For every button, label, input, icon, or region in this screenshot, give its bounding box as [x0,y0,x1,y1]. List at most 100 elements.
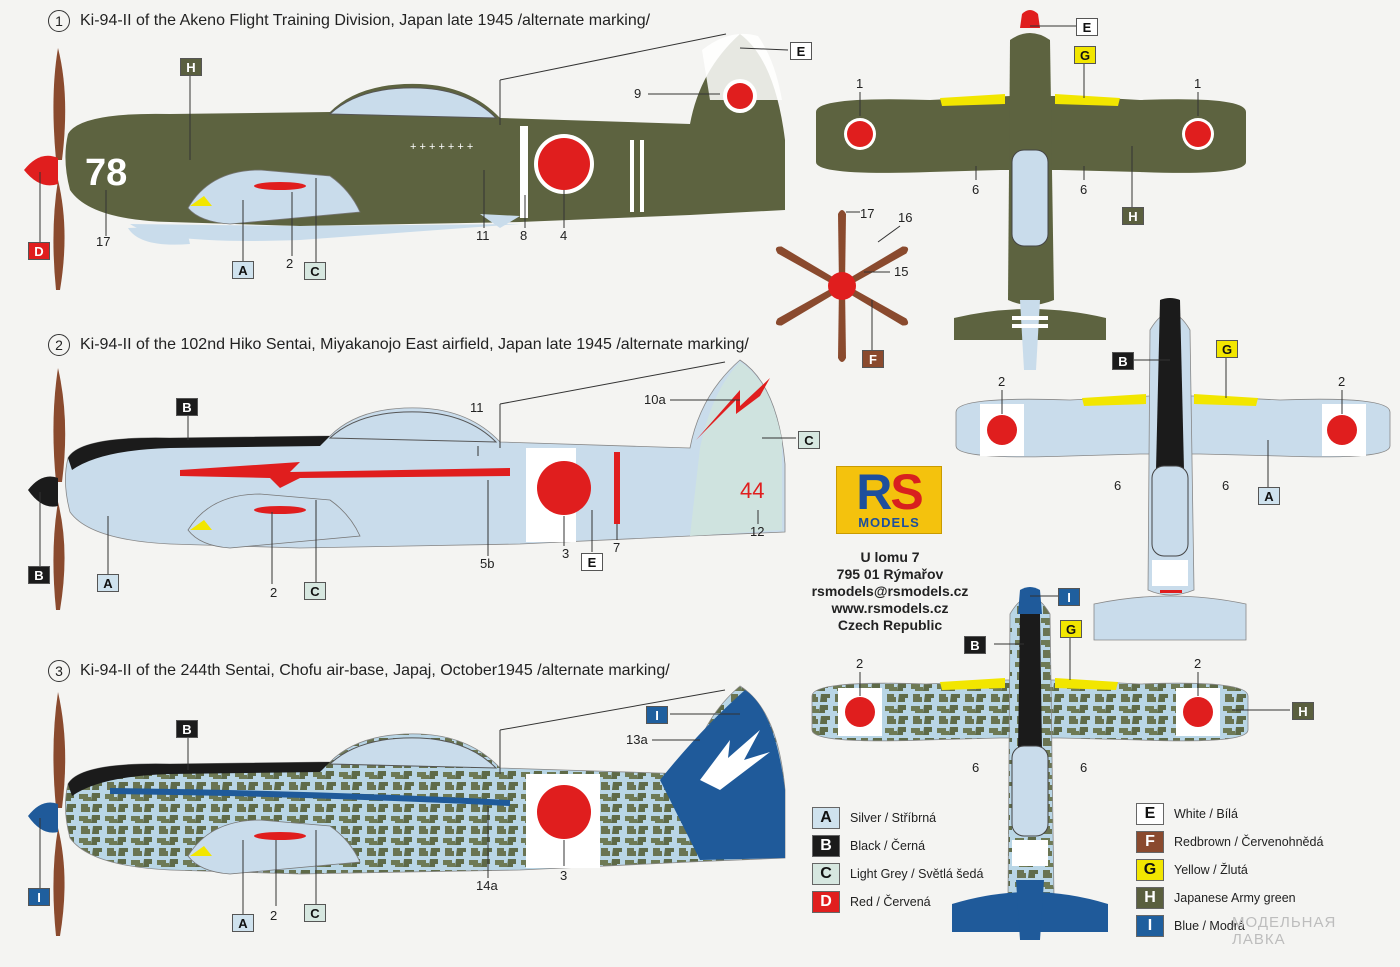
plane-2-side-view: 44 [28,359,796,610]
legend-swatch: C [812,862,840,885]
company-address: U lomu 7 795 01 Rýmařov rsmodels@rsmodel… [790,549,990,634]
yellow-leading-edge [1194,394,1258,406]
wing-red-stripe [254,832,306,840]
callout-number: 4 [560,228,568,243]
callout-box-b: B [1112,352,1134,370]
callout-number: 10a [644,392,666,407]
callout-box-c: C [304,582,326,600]
tail-light-grey [690,362,782,536]
callout-number: 7 [613,540,621,555]
tail-white-lightning [700,730,770,790]
hinomaru [1183,697,1213,727]
anti-glare-panel-top [1156,298,1184,470]
propeller-blade [53,180,65,290]
callout-box-b: B [176,720,198,738]
propeller-blade [53,692,66,808]
canopy [328,87,498,119]
address-website: www.rsmodels.cz [831,600,949,616]
address-email: rsmodels@rsmodels.cz [811,583,969,599]
caption-3: 3 Ki-94-II of the 244th Sentai, Chofu ai… [48,660,670,682]
callout-number: 16 [898,210,913,225]
callout-box-c: C [304,262,326,280]
anti-glare-panel-top [1018,614,1042,750]
legend-label: Black / Černá [850,838,926,853]
callout-box-g: G [1216,340,1238,358]
callout-number: 17 [860,206,875,221]
caption-text: Ki-94-II of the 102nd Hiko Sentai, Miyak… [80,336,749,353]
callout-box-e: E [1076,18,1098,36]
spinner-top [1020,10,1040,28]
legend-label: Light Grey / Světlá šedá [850,866,984,881]
wing-red-stripe [254,506,306,514]
wing-root [187,169,361,225]
white-band [1152,560,1188,586]
legend-label: Silver / Stříbrná [850,810,937,825]
watermark: МОДЕЛЬНАЯ ЛАВКА [1232,914,1337,948]
callout-box-h: H [1292,702,1314,720]
yellow-leading-edge [1055,94,1120,106]
callout-number: 17 [96,234,111,249]
callout-number: 3 [562,546,570,561]
rs-models-logo: RS MODELS [836,464,942,534]
legend-item-a: A Silver / Stříbrná [812,806,983,829]
callout-number: 6 [1080,182,1088,197]
hinomaru [1185,121,1211,147]
caption-1: 1 Ki-94-II of the Akeno Flight Training … [48,10,650,32]
legend-label: Red / Červená [850,894,931,909]
legend-swatch: A [812,806,840,829]
address-country: Czech Republic [837,617,943,633]
plane-2-top-view [955,298,1391,641]
legend-swatch: G [1136,858,1164,881]
hinomaru [987,415,1017,445]
hinomaru [538,138,590,190]
legend-swatch: F [1136,830,1164,853]
legend-swatch: I [1136,914,1164,937]
blue-stripe [110,788,510,806]
callout-box-a: A [97,574,119,592]
legend-label: White / Bílá [1174,806,1238,821]
callout-box-g: G [1060,620,1082,638]
callout-box-b: B [176,398,198,416]
tail-star [718,764,726,772]
callout-number: 2 [856,656,864,671]
white-band [1012,840,1048,866]
plane-3-top-view [811,587,1290,940]
legend-item-d: D Red / Červená [812,890,983,913]
callout-number: 2 [1194,656,1202,671]
white-stripe [630,140,634,212]
spinner [28,802,58,833]
spinner [28,476,58,507]
logo-letters: RS [856,464,923,520]
canopy-top [1011,745,1049,837]
yellow-leading-edge [190,520,212,530]
yellow-leading-edge [190,196,212,206]
legend-item-f: F Redbrown / Červenohnědá [1136,830,1324,853]
canopy-top [1151,465,1189,557]
propeller-blade [53,828,65,936]
fin-white-tip [702,33,782,100]
callout-number: 9 [634,86,642,101]
aircraft-code-44: 44 [740,478,764,503]
callout-number: 11 [470,400,484,415]
wing-root [187,819,361,875]
blue-tail-top [1016,880,1044,940]
tail-wheel [480,214,520,228]
hinomaru [845,697,875,727]
red-lightning-stripe [180,462,510,488]
callout-box-a: A [232,261,254,279]
red-fuselage-band [614,452,620,524]
callout-number: 6 [972,182,980,197]
callout-number: 6 [1080,760,1088,775]
callout-number: 1 [1194,76,1202,91]
callout-number: 8 [520,228,528,243]
callout-number: 3 [560,868,568,883]
caption-text: Ki-94-II of the Akeno Flight Training Di… [80,12,651,29]
callout-box-h: H [1122,207,1144,225]
legend-label: Redbrown / Červenohnědá [1174,834,1324,849]
legend-swatch: D [812,890,840,913]
radiator [128,226,190,245]
